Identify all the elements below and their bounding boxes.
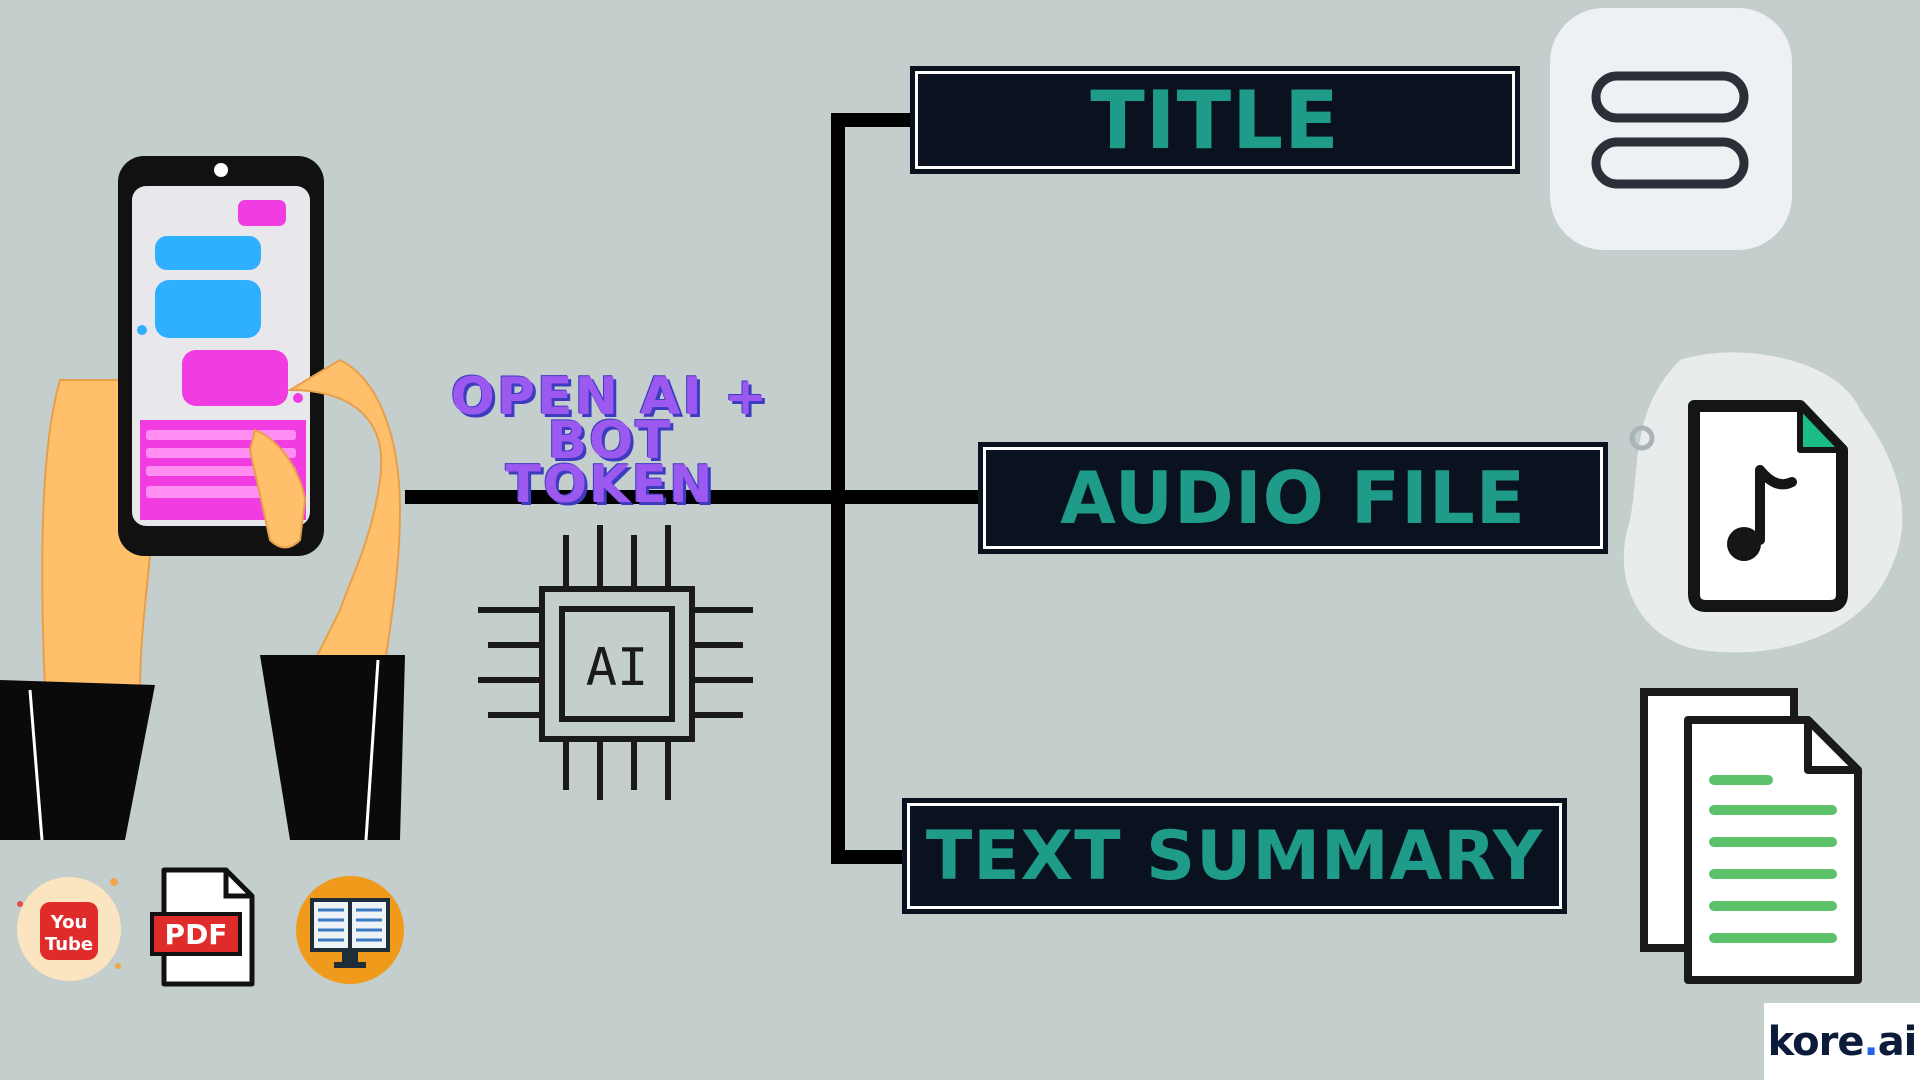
ai-chip-label: AI: [586, 638, 649, 698]
hamburger-menu-icon: [1550, 8, 1792, 250]
connector-label: OPEN AI + BOT TOKEN: [380, 367, 840, 515]
connector-label-line2: TOKEN: [505, 455, 715, 515]
pdf-icon: PDF: [150, 867, 255, 987]
audio-file-icon: [1623, 352, 1903, 653]
output-title-box: TITLE: [910, 66, 1520, 174]
chat-bubble-blue-2: [155, 280, 261, 338]
output-summary-box: TEXT SUMMARY: [902, 798, 1567, 914]
documents-icon: [1640, 688, 1862, 984]
svg-text:Tube: Tube: [45, 934, 93, 955]
svg-text:PDF: PDF: [165, 918, 228, 951]
output-summary-label: TEXT SUMMARY: [925, 816, 1544, 896]
left-sleeve: [0, 680, 155, 840]
chat-bubble-pink-small: [238, 200, 286, 226]
logo-text: kore: [1767, 1018, 1865, 1065]
ai-chip-icon: AI: [478, 525, 753, 800]
output-title-label: TITLE: [1090, 73, 1340, 167]
connector-label-line1: OPEN AI + BOT: [450, 367, 770, 471]
phone-chat-illustration: [0, 156, 405, 840]
ebook-icon: [296, 876, 404, 984]
logo-suffix: ai: [1877, 1018, 1918, 1065]
phone-camera: [214, 163, 228, 177]
right-sleeve: [260, 655, 405, 840]
svg-text:You: You: [50, 912, 88, 933]
kore-ai-logo: kore.ai: [1764, 1003, 1920, 1080]
chat-bubble-blue-1: [155, 236, 261, 270]
output-audio-box: AUDIO FILE: [978, 442, 1608, 554]
output-audio-label: AUDIO FILE: [1060, 456, 1526, 540]
chat-bubble-pink: [182, 350, 288, 406]
youtube-icon: You Tube: [17, 877, 121, 981]
